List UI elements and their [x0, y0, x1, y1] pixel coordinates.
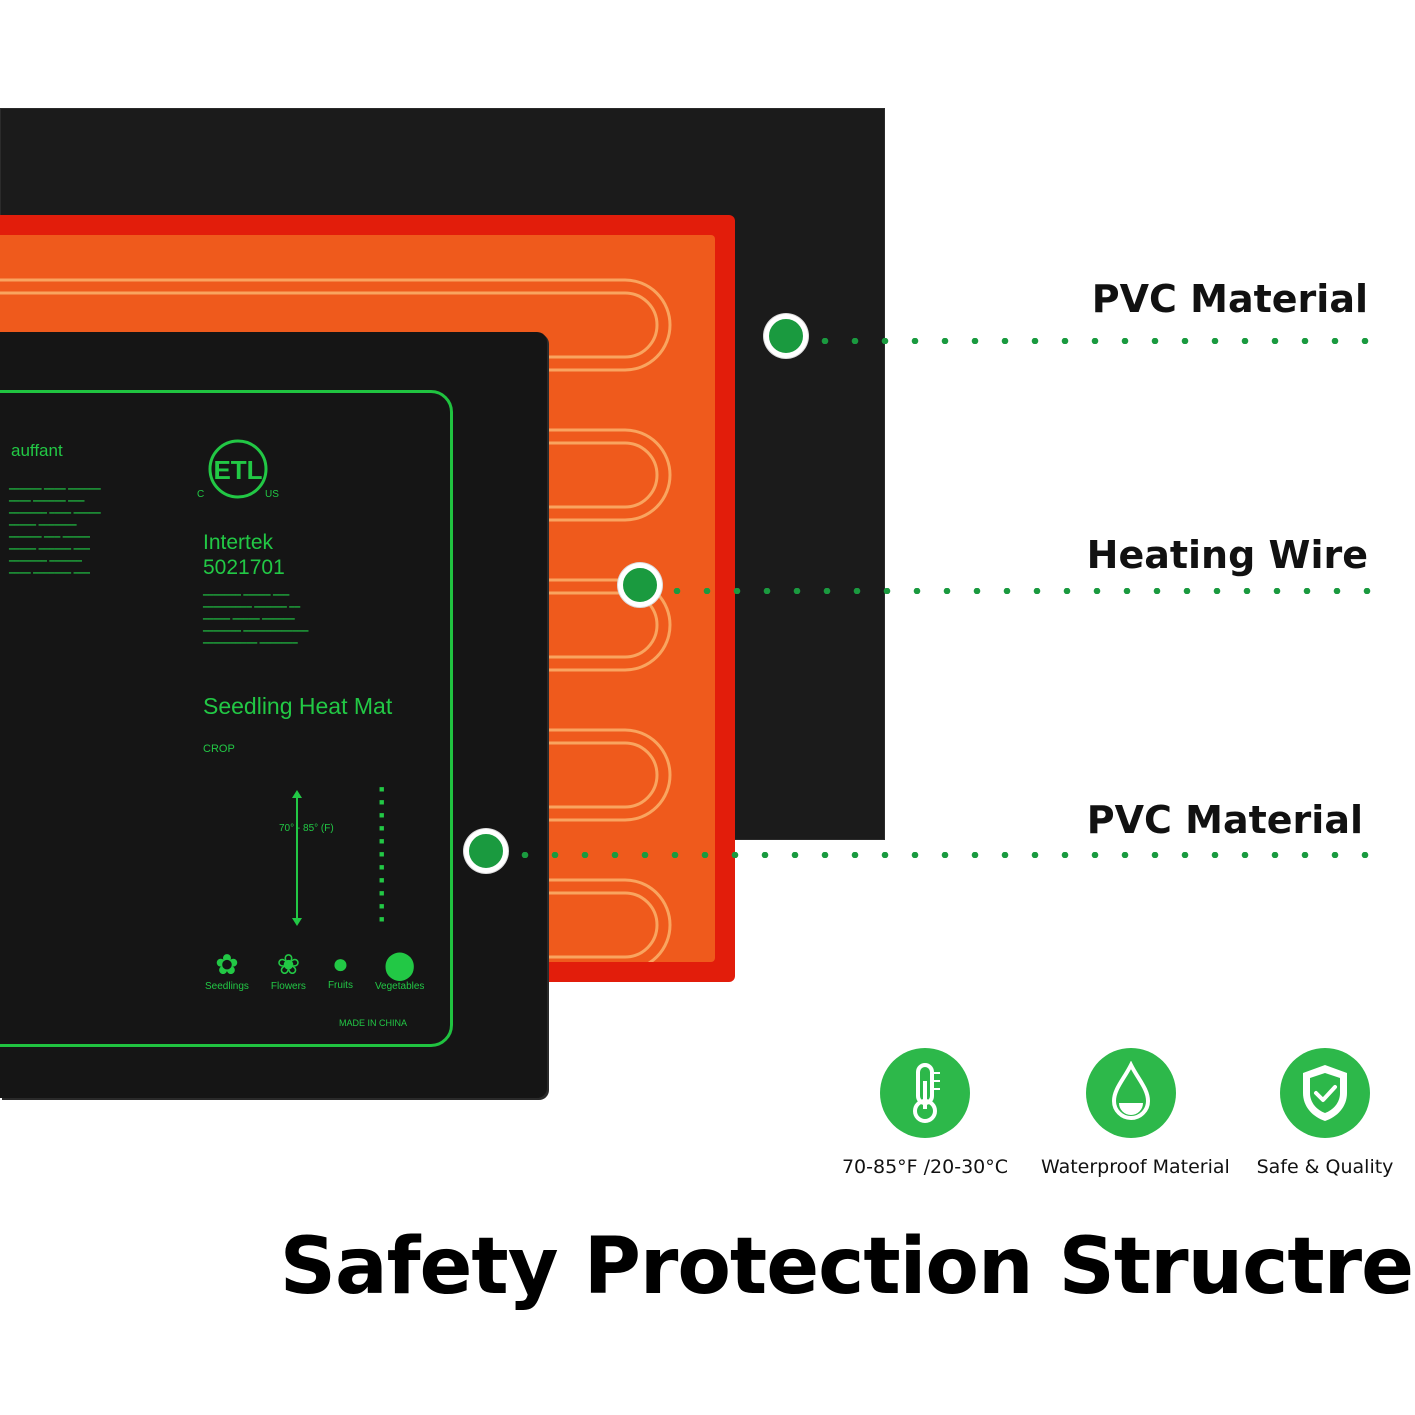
leader-heating-wire — [662, 588, 1380, 594]
page-title: Safety Protection Structre — [279, 1222, 1414, 1312]
label-bottom-pvc: PVC Material — [1086, 798, 1363, 842]
flowers-item: ❀Flowers — [271, 948, 306, 992]
temp-arrow-icon — [292, 790, 302, 926]
fruit-icon: ● — [331, 948, 349, 979]
mat-cert-details: ━━━━━━━ ━━━━━ ━━━ ━━━━━━━━━ ━━━━━━ ━━ ━━… — [203, 590, 309, 648]
flowers-label: Flowers — [270, 981, 306, 992]
feature-waterproof-label: Waterproof Material — [1041, 1156, 1230, 1178]
flower-icon: ❀ — [276, 949, 301, 980]
mat-print-panel: auffant ━━━━━━ ━━━━ ━━━━━━ ━━━━ ━━━━━━ ━… — [0, 390, 453, 1047]
shield-check-icon — [1280, 1048, 1370, 1138]
seedlings-item: ✿Seedlings — [205, 948, 249, 992]
leader-bottom-pvc — [510, 852, 1380, 858]
feature-safety: Safe & Quality — [1235, 1048, 1415, 1178]
control-number: 5021701 — [203, 556, 285, 579]
intertek-label: Intertek — [203, 531, 274, 554]
heating-wire-coils — [0, 278, 672, 962]
fruits-item: ●Fruits — [328, 948, 353, 992]
feature-temperature: 70-85°F /20-30°C — [835, 1048, 1015, 1178]
seedling-icon: ✿ — [215, 949, 239, 980]
vegetable-icon: ⬤ — [384, 949, 416, 980]
etl-us: US — [265, 489, 279, 500]
feature-temperature-label: 70-85°F /20-30°C — [841, 1156, 1009, 1178]
leader-top-pvc — [810, 338, 1380, 344]
water-drop-icon — [1086, 1048, 1176, 1138]
plant-icon-row: ✿Seedlings ❀Flowers ●Fruits ⬤Vegetables — [205, 948, 424, 992]
mat-side-text: auffant — [11, 441, 63, 460]
product-name: Seedling Heat Mat — [203, 693, 393, 719]
temp-range-print: 70° - 85° (F) — [279, 823, 334, 834]
made-in-china: MADE IN CHINA — [339, 1018, 408, 1028]
feature-waterproof: Waterproof Material — [1041, 1048, 1230, 1178]
etl-c: C — [197, 489, 204, 500]
vegetables-label: Vegetables — [374, 981, 425, 992]
marker-bottom-pvc — [464, 829, 508, 873]
label-heating-wire: Heating Wire — [1086, 533, 1368, 577]
marker-heating-wire — [618, 563, 662, 607]
thermometer-icon — [880, 1048, 970, 1138]
feature-safety-label: Safe & Quality — [1256, 1156, 1394, 1178]
etl-logo: ETL C US — [197, 439, 279, 500]
marker-top-pvc — [764, 314, 808, 358]
crop-header: CROP — [203, 743, 235, 755]
etl-mark: ETL — [213, 455, 262, 485]
label-top-pvc: PVC Material — [1091, 277, 1368, 321]
seedlings-label: Seedlings — [205, 981, 249, 992]
germination-days: ■■■■■■■■■■■ — [379, 784, 385, 924]
fruits-label: Fruits — [327, 980, 353, 991]
vegetables-item: ⬤Vegetables — [375, 948, 425, 992]
mat-instructions: ━━━━━━ ━━━━ ━━━━━━ ━━━━ ━━━━━━ ━━━ ━━━━━… — [9, 484, 101, 578]
front-pvc-layer: auffant ━━━━━━ ━━━━ ━━━━━━ ━━━━ ━━━━━━ ━… — [0, 332, 547, 1098]
